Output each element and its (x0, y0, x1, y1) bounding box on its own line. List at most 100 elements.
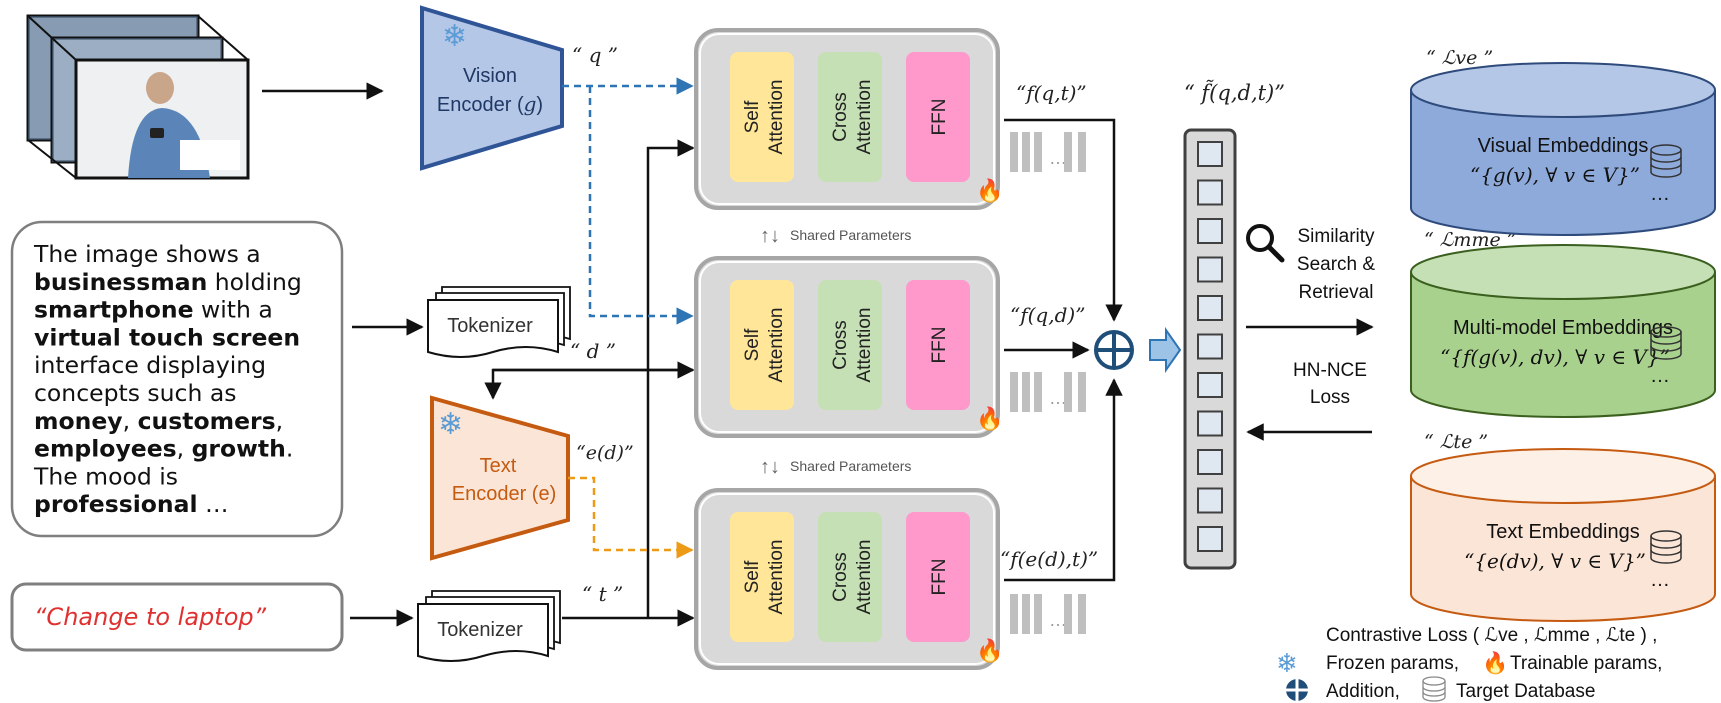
updown-arrows-icon: ↑↓ (760, 225, 780, 247)
database-cylinder: Multi-model Embeddings“{f(g(v), dv), ∀ v… (1410, 244, 1716, 418)
legend-target: Target Database (1456, 681, 1595, 702)
arrow-fedt-to-addition (1004, 378, 1123, 582)
embedding-cell (1197, 487, 1223, 514)
self-attention-label-word: Self (742, 328, 763, 361)
arrow-t-to-top-transformer (646, 139, 695, 618)
description-segment: money (34, 407, 123, 435)
snowflake-icon: ❄ (438, 408, 463, 441)
fused-embedding-vector (1183, 128, 1237, 570)
var-q: “ q ” (572, 43, 618, 67)
feature-bar (1022, 594, 1030, 634)
feature-bar-ellipsis: … (1049, 148, 1067, 168)
self-attention-label-word: Self (742, 560, 763, 593)
legend-trainable: Trainable params, (1510, 653, 1662, 674)
vision-encoder-label-line1: Vision (463, 65, 517, 87)
shared-parameters-bottom: ↑↓ Shared Parameters (760, 456, 911, 478)
description-segment: virtual touch screen (34, 323, 300, 351)
updown-arrows-icon: ↑↓ (760, 456, 780, 478)
cross-attention-label-word: Attention (854, 540, 875, 615)
description-segment: The mood is (33, 462, 178, 490)
ffn-module: FFN (906, 52, 970, 182)
embedding-cell (1197, 526, 1223, 552)
description-segment: The image shows a (33, 240, 261, 268)
feature-bar-row: … (1010, 594, 1086, 634)
feature-bar (1064, 594, 1072, 634)
database-formula: “{f(g(v), dv), ∀ v ∈ V}” (1440, 345, 1670, 369)
feature-bar (1034, 132, 1042, 172)
database-icon (1650, 144, 1682, 178)
feature-bar (1034, 372, 1042, 412)
flame-icon: 🔥 (976, 638, 1003, 663)
feature-bar-row: … (1010, 132, 1086, 172)
embedding-cell (1197, 141, 1223, 167)
video-frame-front (74, 58, 250, 180)
feature-bar (1010, 372, 1018, 412)
var-t: “ t ” (582, 582, 623, 606)
database-formula: “{g(v), ∀ v ∈ V}” (1470, 163, 1640, 187)
self-attention-label-word: Attention (766, 308, 787, 383)
description-segment: holding (207, 268, 302, 296)
var-lte: “ ℒte ” (1424, 431, 1488, 453)
feature-bar (1022, 132, 1030, 172)
var-fqt: “f(q,t)” (1016, 81, 1087, 105)
embedding-cell (1197, 372, 1223, 398)
var-ed: “e(d)” (576, 442, 634, 464)
text-encoder-label-line2: Encoder (e) (452, 483, 557, 505)
vision-encoder-label-line2: Encoder (g) (437, 92, 543, 116)
feature-bar (1064, 372, 1072, 412)
arrow-fqt-to-addition (1004, 118, 1123, 322)
description-segment: . (286, 435, 293, 463)
description-segment: concepts such as (34, 379, 236, 407)
description-segment: businessman (34, 268, 207, 296)
database-icon (1650, 326, 1682, 360)
feature-bar (1078, 372, 1086, 412)
database-cylinder: Visual Embeddings“{g(v), ∀ v ∈ V}”… (1410, 62, 1716, 236)
feature-bar (1078, 132, 1086, 172)
self-attention-label-word: Attention (766, 540, 787, 615)
database-icon (1650, 530, 1682, 564)
shared-parameters-label: Shared Parameters (790, 458, 911, 474)
addition-icon (1286, 679, 1308, 701)
vision-encoder: ❄ Vision Encoder (g) (420, 5, 564, 171)
text-encoder: ❄ Text Encoder (e) (430, 395, 570, 561)
self-attention-label-word: Attention (766, 80, 787, 155)
var-fqd: “f(q,d)” (1010, 303, 1085, 327)
instruction-text: “Change to laptop” (34, 603, 267, 631)
legend-frozen: Frozen params, (1326, 653, 1459, 674)
description-segment: growth (192, 435, 286, 463)
retrieval-label-line1: Similarity (1297, 226, 1375, 247)
var-lmme: “ ℒmme ” (1424, 229, 1516, 251)
embedding-cell (1197, 449, 1223, 475)
var-fedt: “f(e(d),t)” (1000, 547, 1098, 571)
loss-label-line2: Loss (1310, 387, 1350, 408)
database-name: Text Embeddings (1486, 521, 1639, 543)
var-lve: “ ℒve ” (1426, 47, 1493, 69)
self-attention-label-word: Self (742, 100, 763, 133)
target-databases: Visual Embeddings“{g(v), ∀ v ∈ V}”…Multi… (1410, 62, 1716, 622)
ffn-module: FFN (906, 512, 970, 642)
description-segment: , (177, 435, 192, 463)
input-video-frames (26, 14, 250, 180)
instruction-box: “Change to laptop” (10, 582, 344, 652)
cross-attention-label-word: Cross (830, 320, 851, 370)
database-formula: “{e(dv), ∀ v ∈ V}” (1464, 549, 1646, 573)
tokenizer-top-label: Tokenizer (447, 315, 533, 337)
legend-addition: Addition, (1326, 681, 1400, 702)
embedding-cell (1197, 410, 1223, 437)
ffn-label: FFN (929, 559, 950, 596)
var-fused: “ f̃(q,d,t)” (1184, 80, 1285, 105)
description-segment: , (276, 407, 283, 435)
